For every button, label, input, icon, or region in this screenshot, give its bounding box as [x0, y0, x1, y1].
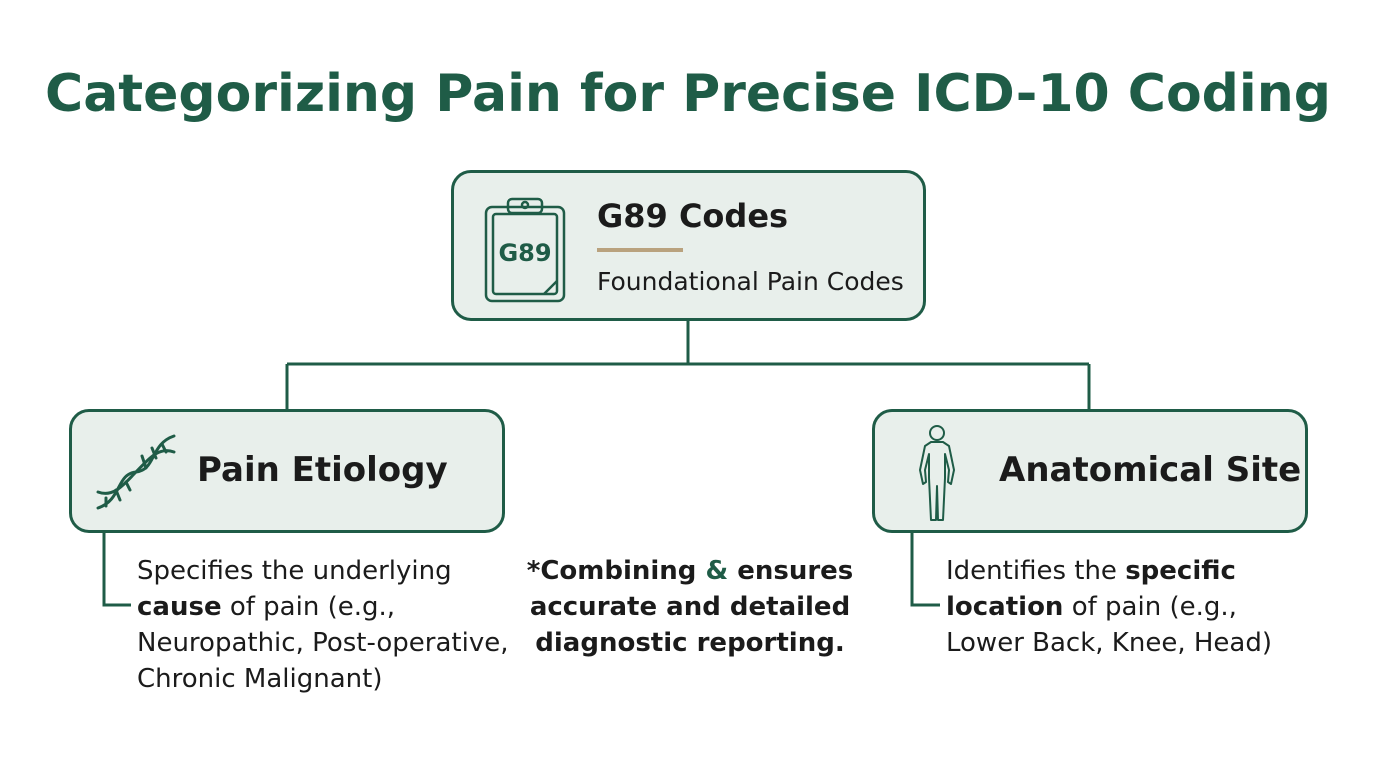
clipboard-icon: G89 [484, 197, 566, 303]
human-body-icon [919, 425, 955, 521]
note-line: diagnostic reporting. [535, 628, 845, 658]
clipboard-icon-text: G89 [498, 239, 551, 267]
desc-text: Identifies the [946, 556, 1126, 586]
g89-subtitle: Foundational Pain Codes [597, 267, 904, 296]
desc-line: Lower Back, Knee, Head) [946, 628, 1272, 658]
combination-note: *Combining & ensures accurate and detail… [520, 553, 860, 661]
desc-line: Neuropathic, Post-operative, [137, 628, 509, 658]
heading-underline [597, 248, 683, 252]
note-text: *Combining [526, 556, 706, 586]
desc-line: Identifies the specific [946, 553, 1272, 589]
pain-etiology-node: Pain Etiology [69, 409, 505, 533]
desc-emphasis: cause [137, 592, 222, 622]
pain-etiology-description: Specifies the underlying cause of pain (… [137, 553, 508, 697]
desc-line: cause of pain (e.g., [137, 589, 508, 625]
desc-line: Chronic Malignant) [137, 664, 383, 694]
anatomical-site-node: Anatomical Site [872, 409, 1308, 533]
note-line: accurate and detailed [529, 592, 851, 622]
g89-codes-node: G89 G89 Codes Foundational Pain Codes [451, 170, 926, 321]
desc-emphasis: specific [1125, 556, 1236, 586]
desc-line: Specifies the underlying [137, 556, 452, 586]
page-title: Categorizing Pain for Precise ICD-10 Cod… [45, 64, 1331, 124]
left-desc-bracket [102, 533, 131, 607]
anatomical-site-heading: Anatomical Site [999, 450, 1302, 490]
right-desc-bracket [910, 533, 940, 607]
pain-etiology-heading: Pain Etiology [197, 450, 448, 490]
g89-heading: G89 Codes [597, 197, 789, 235]
desc-text: of pain (e.g., [1063, 592, 1237, 622]
desc-emphasis: location [946, 592, 1064, 622]
desc-text: of pain (e.g., [221, 592, 396, 622]
note-line: *Combining & ensures [520, 553, 860, 589]
note-ampersand: & [705, 556, 729, 586]
desc-line: location of pain (e.g., [946, 589, 1272, 625]
dna-icon [96, 434, 176, 510]
anatomical-site-description: Identifies the specific location of pain… [946, 553, 1272, 661]
note-text: ensures [728, 556, 854, 586]
